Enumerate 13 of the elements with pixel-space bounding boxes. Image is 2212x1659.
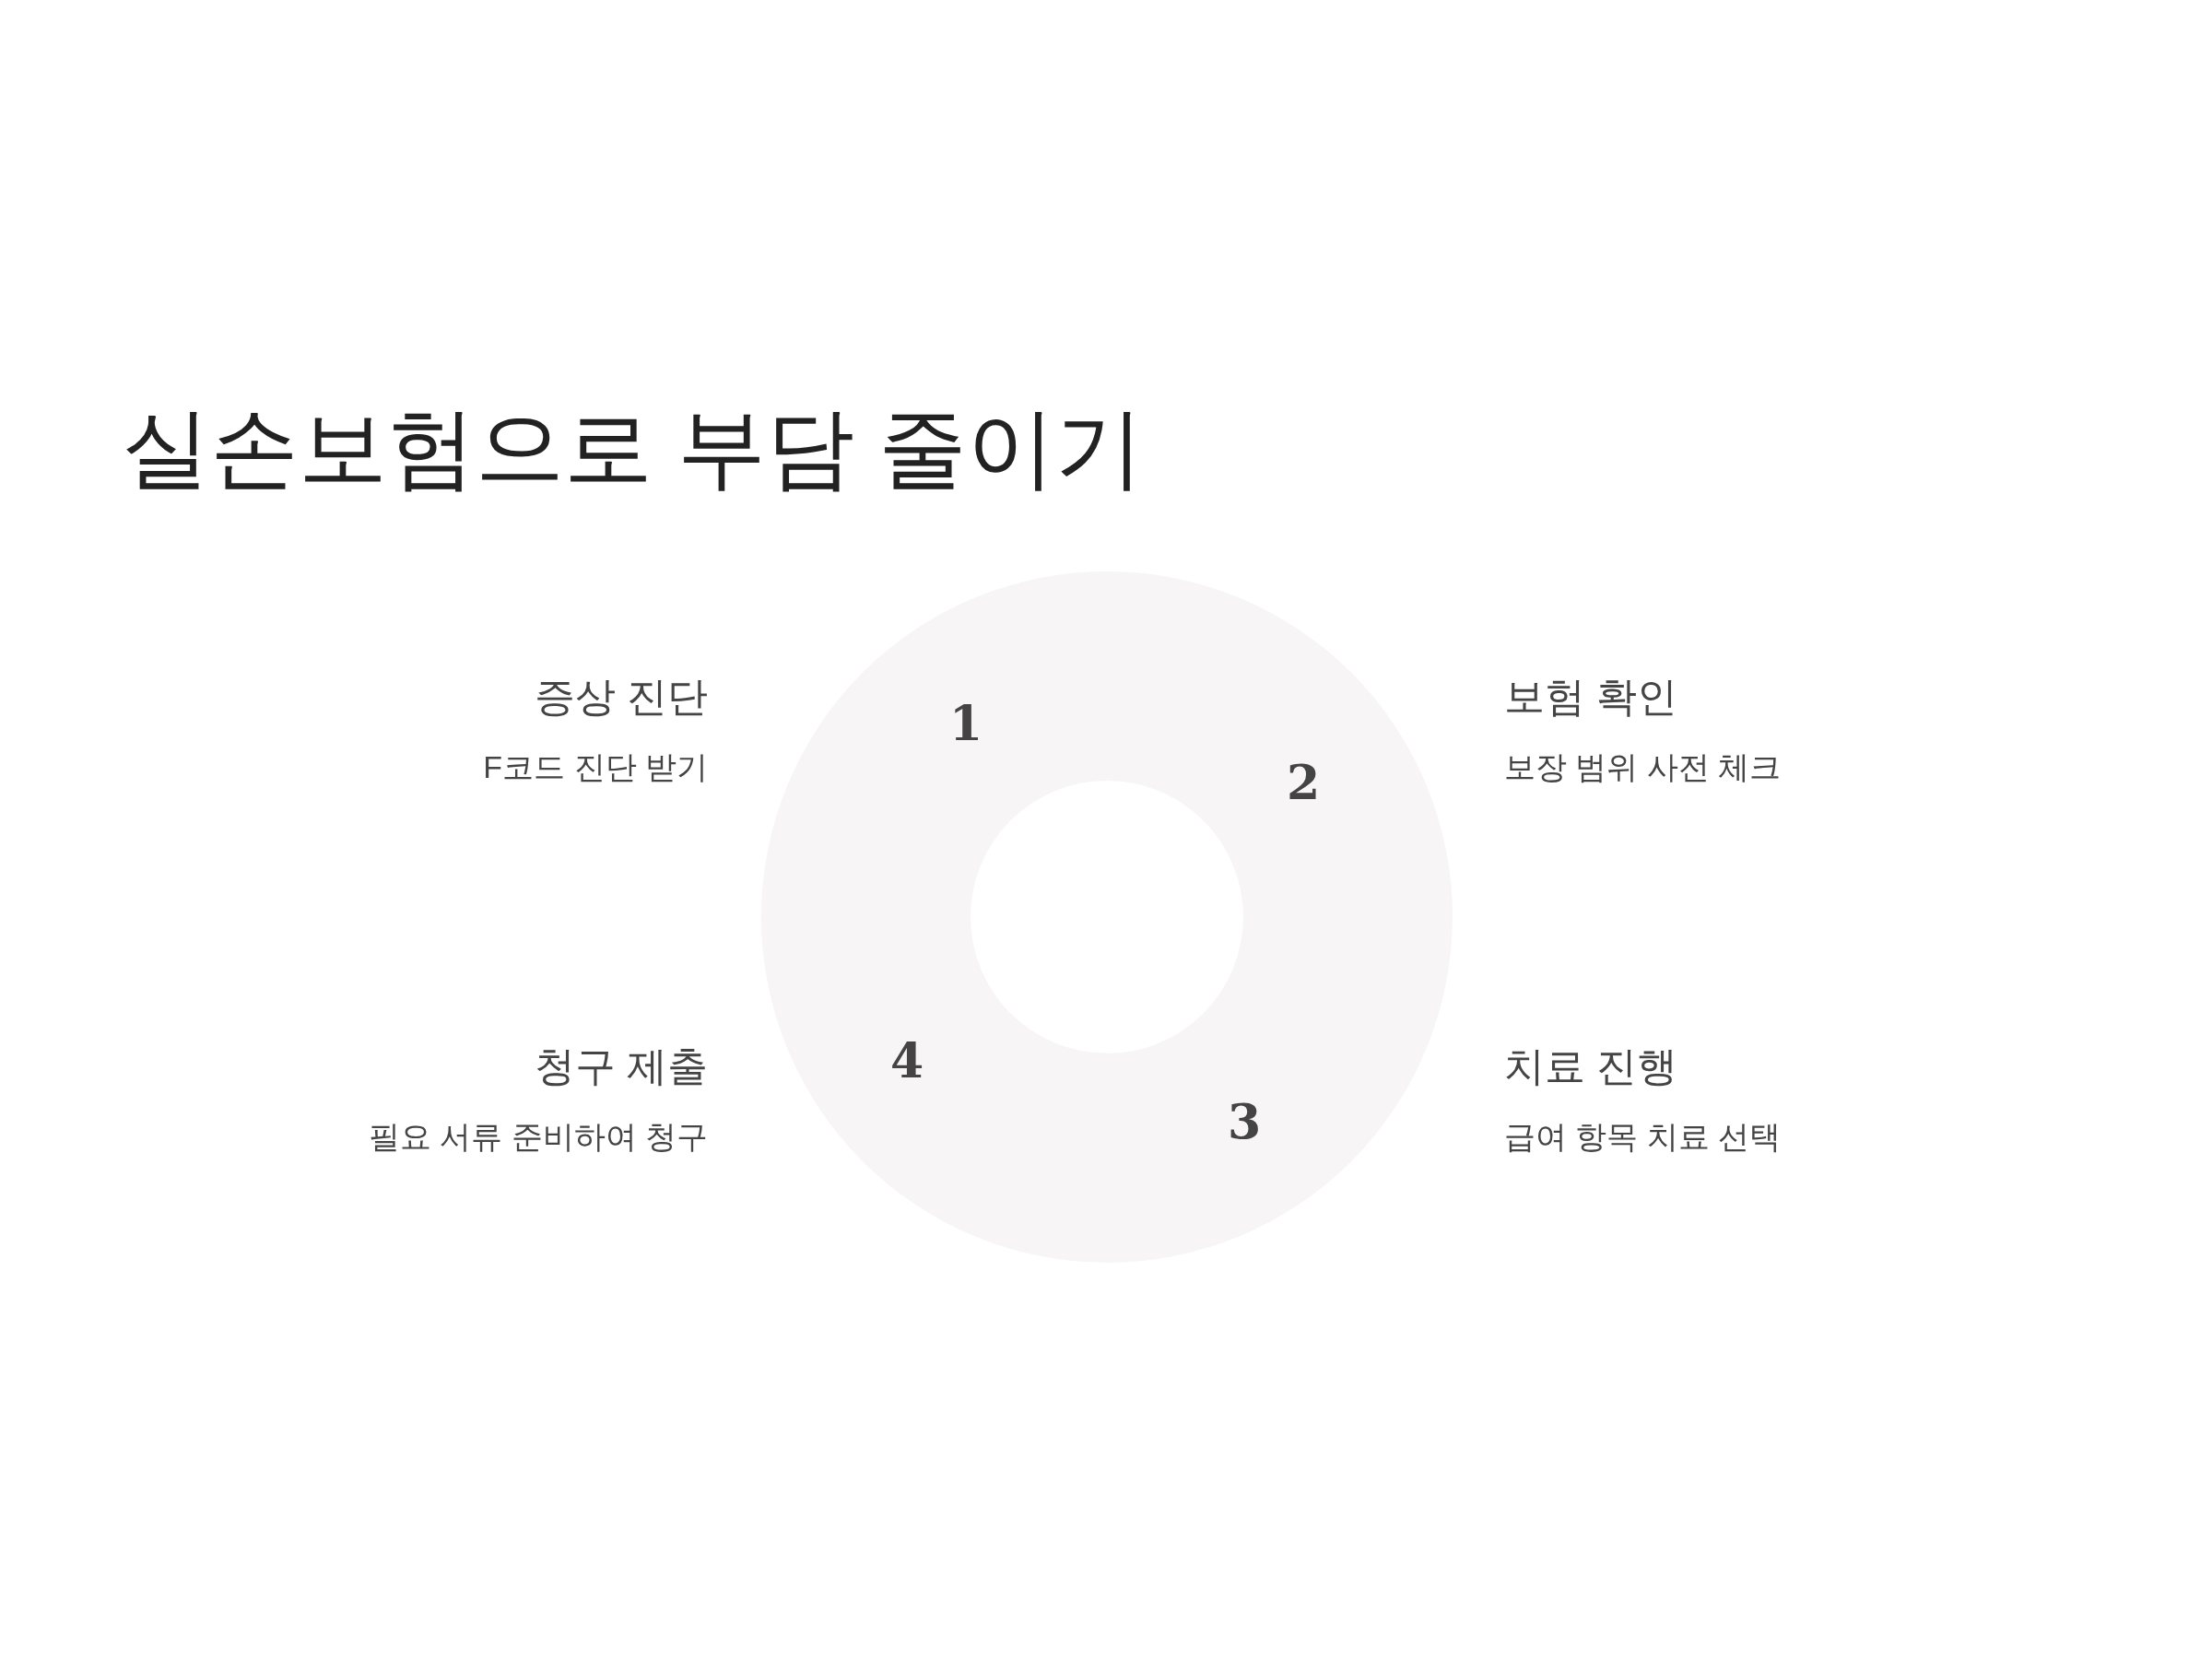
step-heading: 치료 진행 <box>1504 1042 1678 1090</box>
step-number: 1 <box>948 700 983 747</box>
step-description: F코드 진단 받기 <box>483 748 708 786</box>
step-number: 4 <box>889 1037 924 1085</box>
title: 실손보험으로 부담 줄이기 <box>122 397 1145 499</box>
step-heading: 청구 제출 <box>534 1042 708 1090</box>
step-number: 2 <box>1286 759 1321 806</box>
step-heading: 증상 진단 <box>534 673 708 721</box>
step-description: 급여 항목 치료 선택 <box>1504 1118 1782 1156</box>
step-description: 보장 범위 사전 체크 <box>1504 748 1782 786</box>
step-description: 필요 서류 준비하여 청구 <box>368 1118 708 1156</box>
step-heading: 보험 확인 <box>1504 673 1678 721</box>
step-number: 3 <box>1227 1098 1262 1146</box>
